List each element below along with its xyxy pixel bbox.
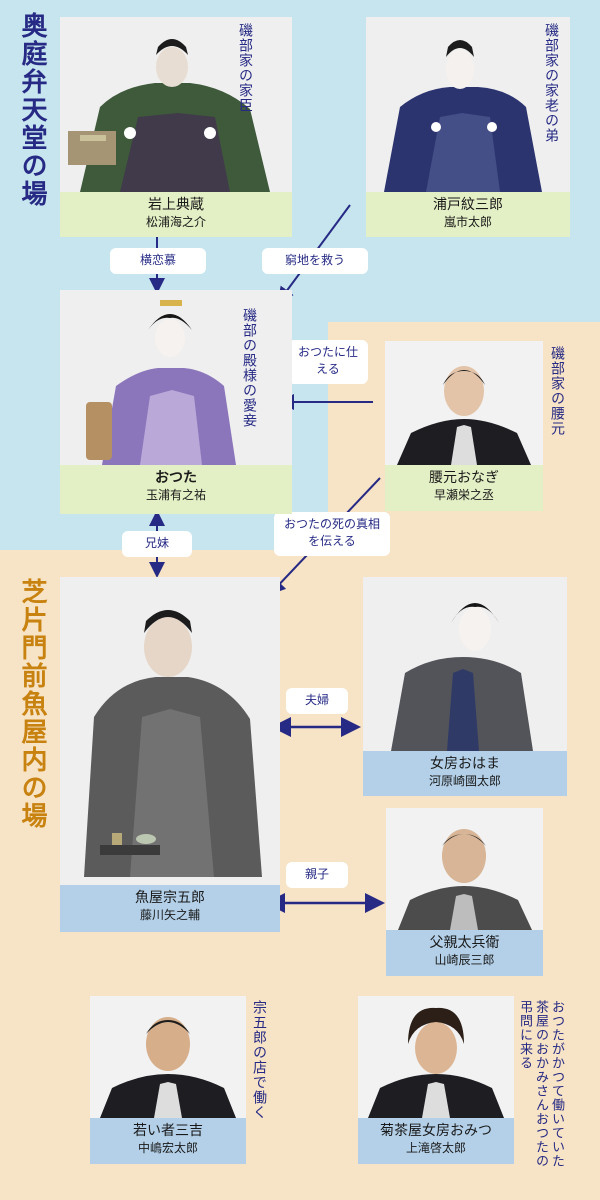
label-tsukaeru: おつたに仕える — [288, 340, 368, 384]
nameplate-sogoro: 魚屋宗五郎 藤川矢之輔 — [60, 885, 280, 932]
nameplate-omitsu: 菊茶屋女房おみつ 上滝啓太郎 — [358, 1118, 514, 1164]
role-name: 腰元おなぎ — [429, 470, 499, 486]
role-name: 魚屋宗五郎 — [135, 890, 205, 906]
character-card-sogoro: 魚屋宗五郎 藤川矢之輔 — [60, 577, 280, 932]
portrait-tahei — [386, 808, 543, 930]
nameplate-otsuta: おつた 玉浦有之祐 — [60, 465, 292, 514]
label-shinsou: おつたの死の真相を伝える — [274, 512, 390, 556]
character-card-omitsu: 菊茶屋女房おみつ 上滝啓太郎 — [358, 996, 514, 1164]
portrait-figure — [397, 366, 531, 465]
label-yokorenbo: 横恋慕 — [110, 248, 206, 274]
nameplate-iwakami: 岩上典蔵 松浦海之介 — [60, 192, 292, 237]
description-otsuta: 磯部の殿様の愛妾 — [241, 308, 257, 428]
scene-title-okuniwa: 奥庭弁天堂の場 — [17, 12, 47, 208]
nameplate-sankichi: 若い者三吉 中嶋宏太郎 — [90, 1118, 246, 1164]
portrait-ohama — [363, 577, 567, 751]
description-koshimoto: 磯部家の腰元 — [549, 346, 565, 436]
nameplate-tahei: 父親太兵衛 山崎辰三郎 — [386, 930, 543, 976]
portrait-figure — [391, 603, 533, 751]
description-iwakami: 磯部家の家臣 — [237, 23, 253, 113]
nameplate-urado: 浦戸紋三郎 嵐市太郎 — [366, 192, 570, 237]
portrait-figure — [86, 300, 236, 465]
portrait-sankichi — [90, 996, 246, 1118]
character-card-otsuta: おつた 玉浦有之祐 磯部の殿様の愛妾 — [60, 290, 292, 514]
actor-name: 河原崎國太郎 — [428, 774, 501, 788]
portrait-figure — [398, 829, 532, 930]
actor-name: 藤川矢之輔 — [139, 908, 200, 922]
role-name: おつた — [155, 470, 197, 486]
character-card-tahei: 父親太兵衛 山崎辰三郎 — [386, 808, 543, 976]
actor-name: 松浦海之介 — [145, 215, 206, 229]
nameplate-koshimoto: 腰元おなぎ 早瀬栄之丞 — [385, 465, 543, 511]
portrait-figure — [384, 40, 542, 192]
label-kyuuchi: 窮地を救う — [262, 248, 368, 274]
label-kyoudai: 兄妹 — [122, 531, 192, 557]
actor-name: 嵐市太郎 — [443, 215, 492, 229]
description-omitsu: おつたがかつて働いていた茶屋のおかみさんおつたの弔問に来る — [517, 1000, 564, 1168]
actor-name: 早瀬栄之丞 — [433, 488, 494, 502]
portrait-sogoro — [60, 577, 280, 885]
actor-name: 上滝啓太郎 — [405, 1141, 466, 1155]
portrait-figure — [368, 1007, 504, 1118]
label-fuufu: 夫婦 — [286, 688, 348, 714]
role-name: 岩上典蔵 — [148, 197, 204, 213]
description-sankichi: 宗五郎の店で働く — [251, 1000, 267, 1120]
portrait-iwakami — [60, 17, 292, 192]
character-card-koshimoto: 腰元おなぎ 早瀬栄之丞 — [385, 341, 543, 511]
portrait-koshimoto — [385, 341, 543, 465]
label-oyako: 親子 — [286, 862, 348, 888]
role-name: 女房おはま — [430, 756, 500, 772]
portrait-figure — [68, 39, 270, 192]
scene-title-shiba: 芝片門前魚屋内の場 — [17, 578, 47, 830]
role-name: 父親太兵衛 — [429, 935, 500, 951]
actor-name: 中嶋宏太郎 — [137, 1141, 198, 1155]
portrait-figure — [84, 610, 262, 877]
character-card-iwakami: 岩上典蔵 松浦海之介 磯部家の家臣 — [60, 17, 292, 237]
portrait-otsuta — [60, 290, 292, 465]
portrait-figure — [100, 1017, 236, 1118]
description-urado: 磯部家の家老の弟 — [543, 23, 559, 143]
character-card-sankichi: 若い者三吉 中嶋宏太郎 — [90, 996, 246, 1164]
portrait-omitsu — [358, 996, 514, 1118]
role-name: 若い者三吉 — [133, 1123, 203, 1139]
role-name: 浦戸紋三郎 — [433, 197, 503, 213]
nameplate-ohama: 女房おはま 河原崎國太郎 — [363, 751, 567, 796]
character-card-urado: 浦戸紋三郎 嵐市太郎 磯部家の家老の弟 — [366, 17, 570, 237]
role-name: 菊茶屋女房おみつ — [380, 1123, 492, 1139]
actor-name: 山崎辰三郎 — [434, 953, 495, 967]
character-card-ohama: 女房おはま 河原崎國太郎 — [363, 577, 567, 796]
actor-name: 玉浦有之祐 — [145, 488, 206, 502]
portrait-urado — [366, 17, 570, 192]
